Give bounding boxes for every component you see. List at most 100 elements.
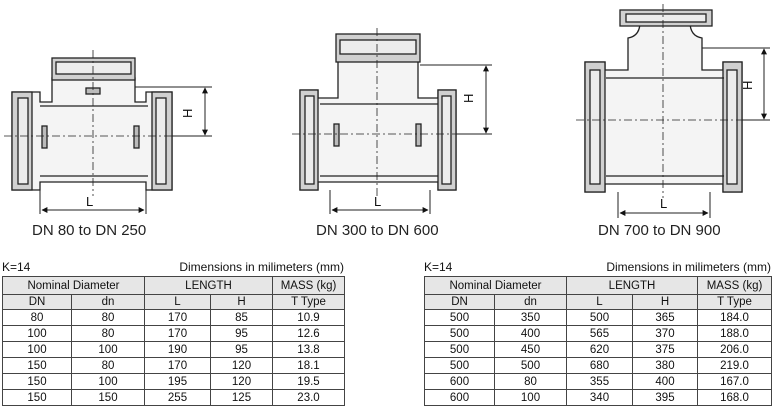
table-cell: 355 (566, 373, 633, 390)
dimension-note: Dimensions in milimeters (mm) (179, 260, 344, 274)
table-cell: 167.0 (697, 373, 772, 390)
table-cell: 18.1 (272, 357, 345, 374)
table-cell: 80 (71, 357, 145, 374)
header-length: LENGTH (566, 276, 698, 295)
table-cell: 500 (424, 325, 495, 342)
table-cell: 500 (566, 309, 633, 326)
table-cell: 400 (632, 373, 698, 390)
table-cell: 125 (210, 389, 273, 406)
table-cell: 600 (424, 389, 495, 406)
table-cell: 190 (144, 341, 211, 358)
table-cell: 150 (2, 389, 72, 406)
table-cell: 184.0 (697, 309, 772, 326)
table-cell: 340 (566, 389, 633, 406)
tee-large-drawing (584, 9, 743, 193)
table-cell: 95 (210, 341, 273, 358)
table-cell: 95 (210, 325, 273, 342)
k-label: K=14 (2, 260, 31, 274)
table-cell: 170 (144, 309, 211, 326)
table-cell: 170 (144, 357, 211, 374)
header-t-type: T Type (697, 294, 772, 310)
table-cell: 10.9 (272, 309, 345, 326)
table-cell: 13.8 (272, 341, 345, 358)
table-cell: 500 (494, 357, 567, 374)
table-cell: 188.0 (697, 325, 772, 342)
tee-medium-drawing (299, 33, 457, 191)
table-cell: 365 (632, 309, 698, 326)
table-cell: 395 (632, 389, 698, 406)
k-label: K=14 (424, 260, 453, 274)
table-cell: 100 (2, 325, 72, 342)
left-dimension-table: K=14 Dimensions in milimeters (mm) Nomin… (2, 260, 345, 406)
tee-small-drawing (11, 57, 173, 191)
table-cell: 150 (71, 389, 145, 406)
right-dimension-table: K=14 Dimensions in milimeters (mm) Nomin… (424, 260, 772, 406)
table-cell: 219.0 (697, 357, 772, 374)
tee-drawings: H L H L (4, 4, 770, 218)
table-cell: 620 (566, 341, 633, 358)
table-cell: 370 (632, 325, 698, 342)
table-cell: 500 (424, 357, 495, 374)
header-length: LENGTH (144, 276, 273, 295)
height-label-2: H (461, 94, 476, 103)
height-label-1: H (180, 109, 195, 118)
dimension-note: Dimensions in milimeters (mm) (606, 260, 771, 274)
table-cell: 80 (494, 373, 567, 390)
table-cell: 120 (210, 357, 273, 374)
table-cell: 85 (210, 309, 273, 326)
table-cell: 100 (71, 373, 145, 390)
table-cell: 150 (2, 373, 72, 390)
length-label-1: L (86, 194, 93, 209)
header-dn-lower: dn (494, 294, 567, 310)
table-cell: 168.0 (697, 389, 772, 406)
table-cell: 100 (71, 341, 145, 358)
table-cell: 500 (424, 341, 495, 358)
table-cell: 150 (2, 357, 72, 374)
header-dn-lower: dn (71, 294, 145, 310)
table-cell: 170 (144, 325, 211, 342)
table-cell: 350 (494, 309, 567, 326)
table-cell: 195 (144, 373, 211, 390)
header-h: H (632, 294, 698, 310)
table-cell: 80 (71, 325, 145, 342)
header-t-type: T Type (272, 294, 345, 310)
table-cell: 600 (424, 373, 495, 390)
table-cell: 680 (566, 357, 633, 374)
table-cell: 80 (71, 309, 145, 326)
header-nominal-diameter: Nominal Diameter (2, 276, 145, 295)
table-cell: 565 (566, 325, 633, 342)
length-label-2: L (374, 194, 381, 209)
caption-small-tee: DN 80 to DN 250 (32, 222, 147, 239)
header-l: L (144, 294, 211, 310)
table-cell: 500 (424, 309, 495, 326)
header-dn-upper: DN (2, 294, 72, 310)
table-cell: 80 (2, 309, 72, 326)
caption-medium-tee: DN 300 to DN 600 (316, 222, 439, 239)
header-mass: MASS (kg) (272, 276, 345, 295)
caption-large-tee: DN 700 to DN 900 (598, 222, 721, 239)
table-cell: 100 (2, 341, 72, 358)
table-cell: 375 (632, 341, 698, 358)
table-cell: 120 (210, 373, 273, 390)
table-cell: 19.5 (272, 373, 345, 390)
header-nominal-diameter: Nominal Diameter (424, 276, 567, 295)
length-label-3: L (660, 196, 667, 211)
header-h: H (210, 294, 273, 310)
header-mass: MASS (kg) (697, 276, 772, 295)
table-cell: 380 (632, 357, 698, 374)
table-cell: 206.0 (697, 341, 772, 358)
table-cell: 450 (494, 341, 567, 358)
table-cell: 12.6 (272, 325, 345, 342)
